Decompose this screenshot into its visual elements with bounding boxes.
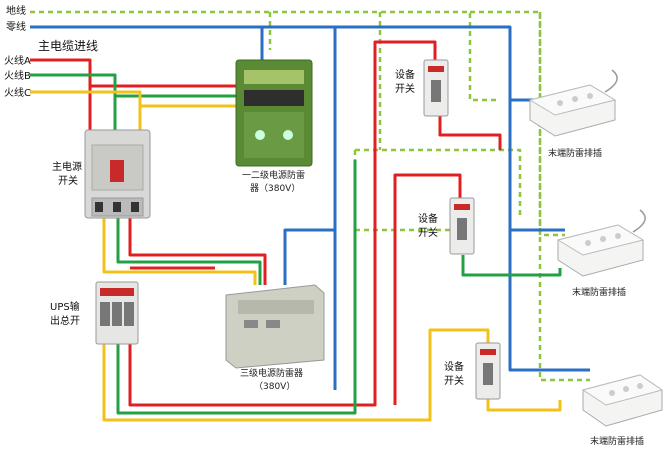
label-spd12-2: 器（380V） [250,183,300,194]
label-device-switch-3b: 开关 [444,374,464,387]
label-phase-b: 火线B [4,69,31,82]
label-device-switch-3a: 设备 [444,360,464,373]
label-strip-2: 末端防雷排插 [572,286,626,298]
label-device-switch-2b: 开关 [418,226,438,239]
device-breaker-1-icon [423,59,449,117]
label-device-switch-1a: 设备 [395,68,415,81]
label-device-switch-2a: 设备 [418,212,438,225]
label-spd3-1: 三级电源防雷器 [240,367,303,379]
device-breaker-3-icon [475,342,501,400]
label-phase-a: 火线A [4,54,31,67]
label-spd3-2: （380V） [254,381,295,392]
device-breaker-2-icon [449,197,475,255]
spd3-box-icon [225,284,325,369]
label-strip-3: 末端防雷排插 [590,435,644,447]
label-main-cable: 主电缆进线 [38,39,98,53]
label-ground: 地线 [6,4,26,17]
label-spd12-1: 一二级电源防雷 [242,169,305,181]
label-ups-1: UPS输 [50,300,80,313]
label-main-switch-1: 主电源 [52,160,82,173]
label-neutral: 零线 [6,20,26,33]
label-device-switch-1b: 开关 [395,82,415,95]
label-main-switch-2: 开关 [58,174,78,187]
label-ups-2: 出总开 [50,314,80,327]
spd12-box-icon [235,59,313,167]
power-strip-3-icon [581,374,664,427]
label-phase-c: 火线C [4,86,31,99]
label-strip-1: 末端防雷排插 [548,147,602,159]
power-strip-2-icon [556,209,646,277]
phase-a-wires [30,40,502,407]
phase-b-wires [30,73,562,415]
main-breaker-icon [84,129,151,219]
power-strip-1-icon [528,69,618,137]
ups-breaker-icon [95,281,139,345]
phase-c-wires [30,90,562,422]
